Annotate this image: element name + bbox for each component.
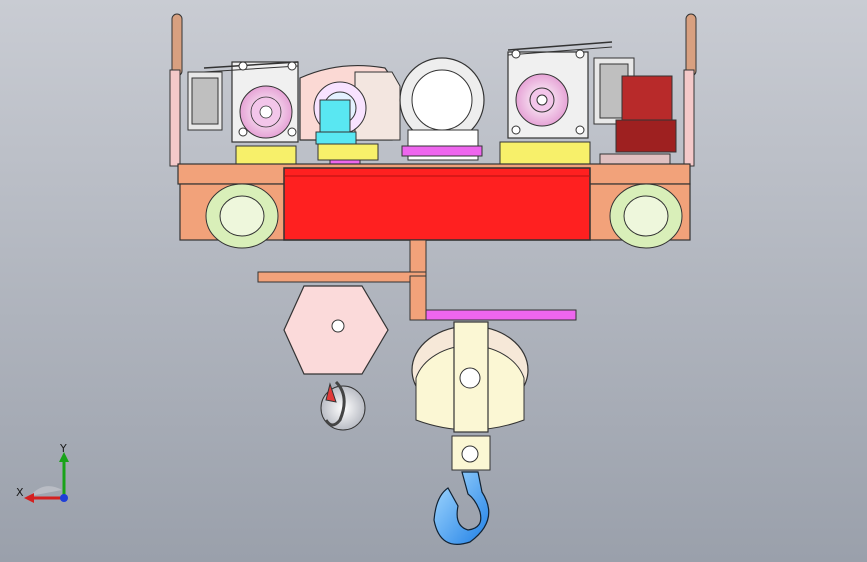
coordinate-triad: X Y: [16, 442, 69, 503]
hanger-beams: [257, 239, 577, 321]
x-axis-label: X: [16, 486, 24, 499]
gearbox-housing[interactable]: [299, 64, 401, 165]
drive-motor[interactable]: [599, 75, 677, 165]
main-hook[interactable]: [433, 471, 490, 545]
yellow-brackets: [235, 141, 591, 165]
lower-hook-block[interactable]: [411, 321, 529, 471]
right-wheel[interactable]: [609, 183, 683, 249]
y-axis-label: Y: [59, 442, 67, 455]
cable-drum-body[interactable]: [283, 167, 591, 241]
center-bearing-drum[interactable]: [399, 57, 485, 161]
upper-pulley-block[interactable]: [283, 285, 389, 375]
auxiliary-hook[interactable]: [320, 380, 366, 431]
right-brake-assembly[interactable]: [507, 13, 697, 167]
left-wheel[interactable]: [205, 183, 279, 249]
left-brake-assembly[interactable]: [169, 13, 299, 167]
